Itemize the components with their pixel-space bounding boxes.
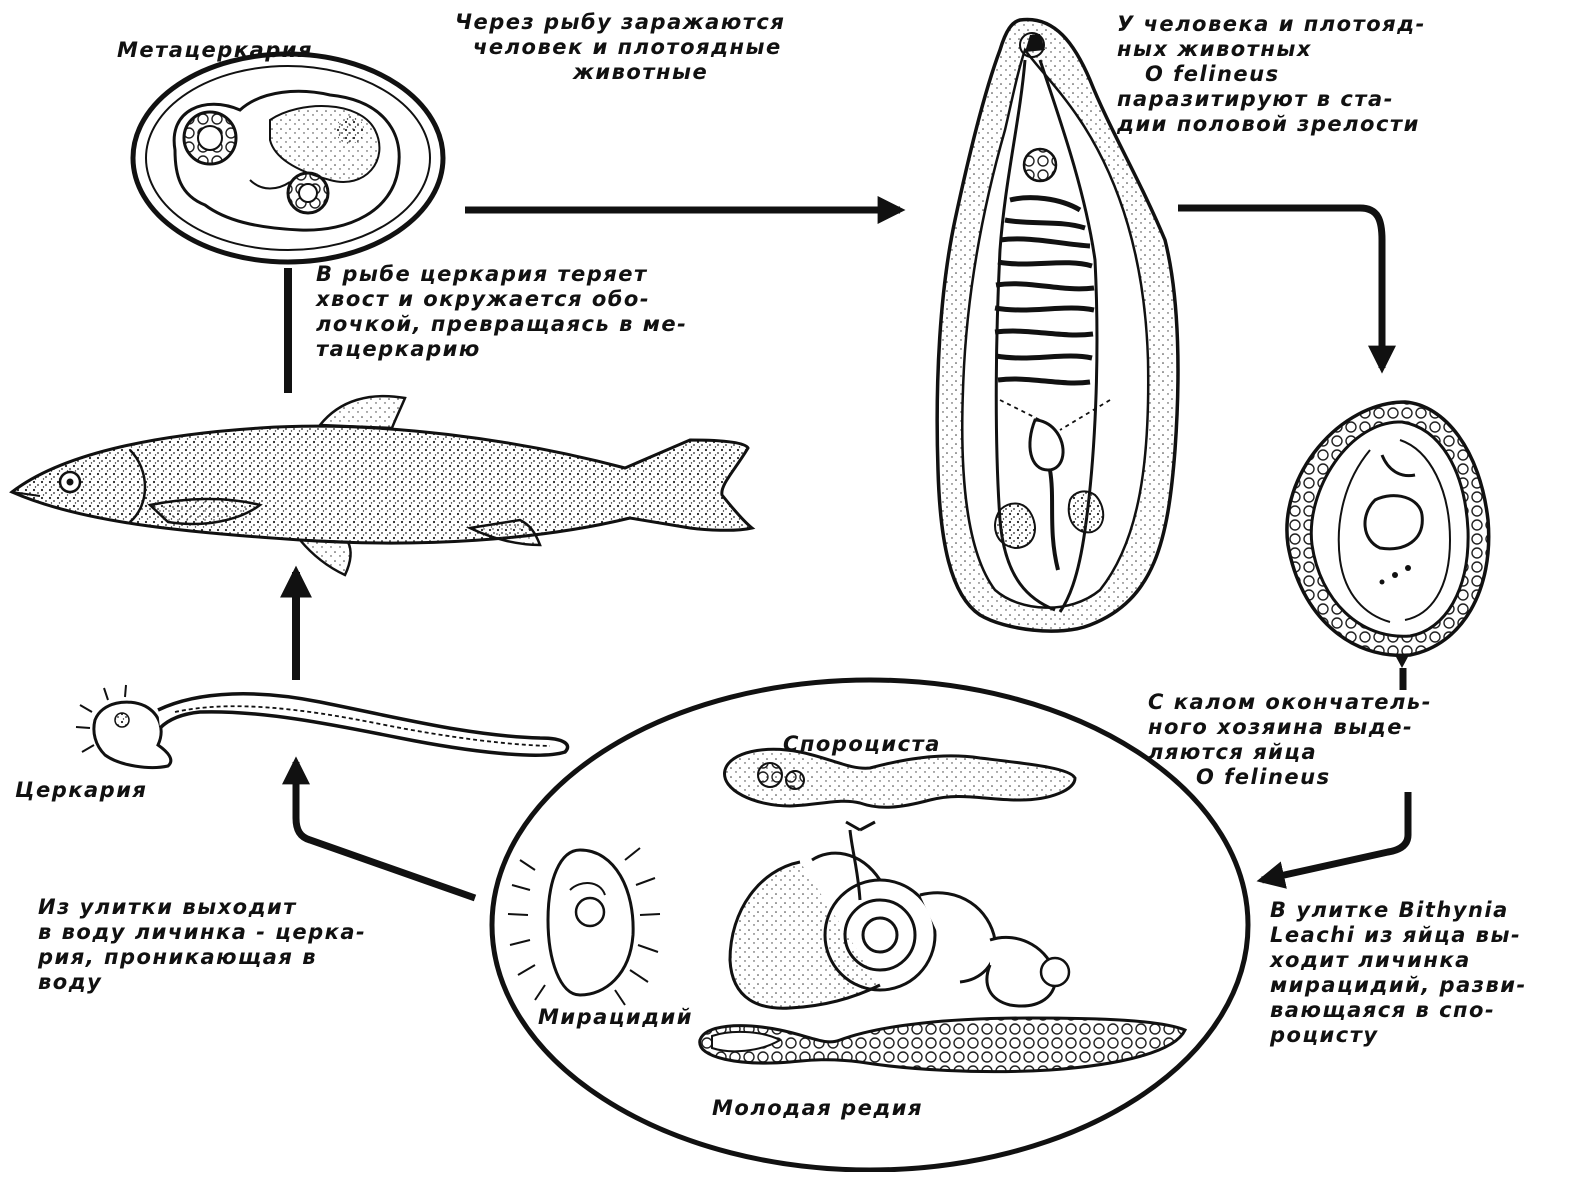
label-sporocyst: Спороциста [783, 732, 941, 757]
cercaria-illustration [76, 685, 568, 768]
label-young-redia: Молодая редия [712, 1096, 923, 1121]
label-miracidium: Мирацидий [538, 1005, 693, 1030]
metacercaria-illustration [133, 54, 443, 262]
label-eggs: С калом окончатель-ного хозяина выде-ляю… [1148, 690, 1432, 790]
fish-illustration [12, 396, 752, 575]
arrow-to-egg [1178, 208, 1382, 368]
label-metacercaria: Метацеркария [117, 38, 313, 63]
arrow-to-snail [1262, 792, 1408, 880]
arrow-to-cercaria [296, 762, 475, 898]
egg-illustration [1287, 402, 1489, 668]
label-cercaria: Церкария [15, 778, 147, 803]
